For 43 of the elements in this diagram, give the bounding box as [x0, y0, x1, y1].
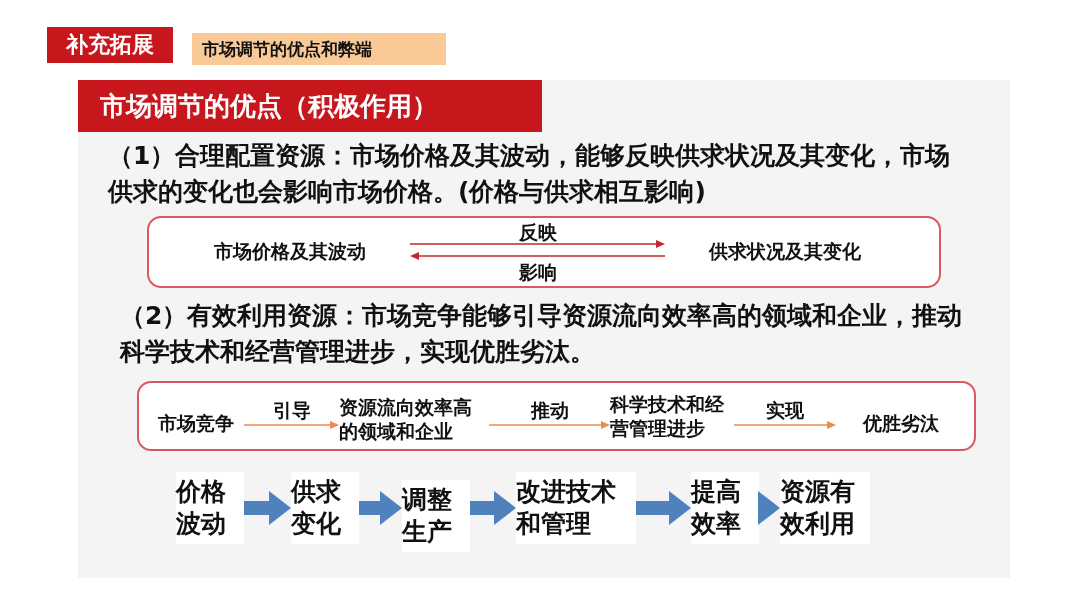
section-header: [78, 80, 542, 132]
node-text: 市场竞争: [158, 412, 234, 436]
arrow: [488, 421, 610, 429]
block-arrow: [244, 491, 291, 525]
step-node: [291, 472, 359, 544]
node-text: 价格波动: [176, 475, 227, 540]
block-arrow: [359, 491, 402, 525]
node-text: 改进技术和管理: [516, 475, 617, 540]
step-node: [176, 472, 244, 544]
node-text: 市场调节的优点和弊端: [202, 37, 372, 61]
arrow: [410, 252, 666, 260]
node-text: 科学技术和经营管理进步: [610, 393, 725, 441]
group-frame: [147, 216, 941, 288]
tag-label: [47, 27, 173, 63]
node-text: 资源有效利用: [780, 475, 856, 540]
node-text: 提高效率: [691, 475, 742, 540]
node-text: 供求状况及其变化: [709, 240, 861, 264]
node-text: 市场调节的优点（积极作用）: [100, 89, 438, 123]
node-text: 市场价格及其波动: [214, 240, 366, 264]
edge-label: 引导: [272, 398, 311, 423]
edge-label: 实现: [766, 398, 804, 423]
node-text: 调整生产: [402, 483, 453, 548]
node-text: 供求变化: [291, 475, 342, 540]
subtitle-band: [192, 33, 446, 65]
edge-label: 反映: [518, 220, 557, 245]
step-node: [516, 472, 636, 544]
step-node: [691, 472, 759, 544]
block-arrow: [758, 491, 780, 525]
paragraph-text: （2）有效利用资源：市场竞争能够引导资源流向效率高的领域和企业，推动科学技术和经营管理进步，实现优胜劣汰。: [120, 300, 964, 369]
edge-label: 推动: [530, 398, 569, 423]
step-node: [780, 472, 870, 544]
arrow: [733, 421, 836, 429]
node-text: 资源流向效率高的领域和企业: [339, 396, 473, 444]
arrow: [409, 240, 665, 248]
edge-label: 影响: [518, 260, 557, 285]
step-node: [402, 480, 470, 552]
block-arrow: [636, 491, 691, 525]
node-text: 优胜劣汰: [863, 412, 939, 436]
group-frame: [137, 381, 976, 451]
arrow: [243, 421, 339, 429]
node-text: 补充拓展: [66, 31, 154, 59]
paragraph-text: （1）合理配置资源：市场价格及其波动，能够反映供求状况及其变化，市场供求的变化也会影响市场价格。(价格与供求相互影响): [108, 140, 952, 209]
block-arrow: [470, 491, 516, 525]
